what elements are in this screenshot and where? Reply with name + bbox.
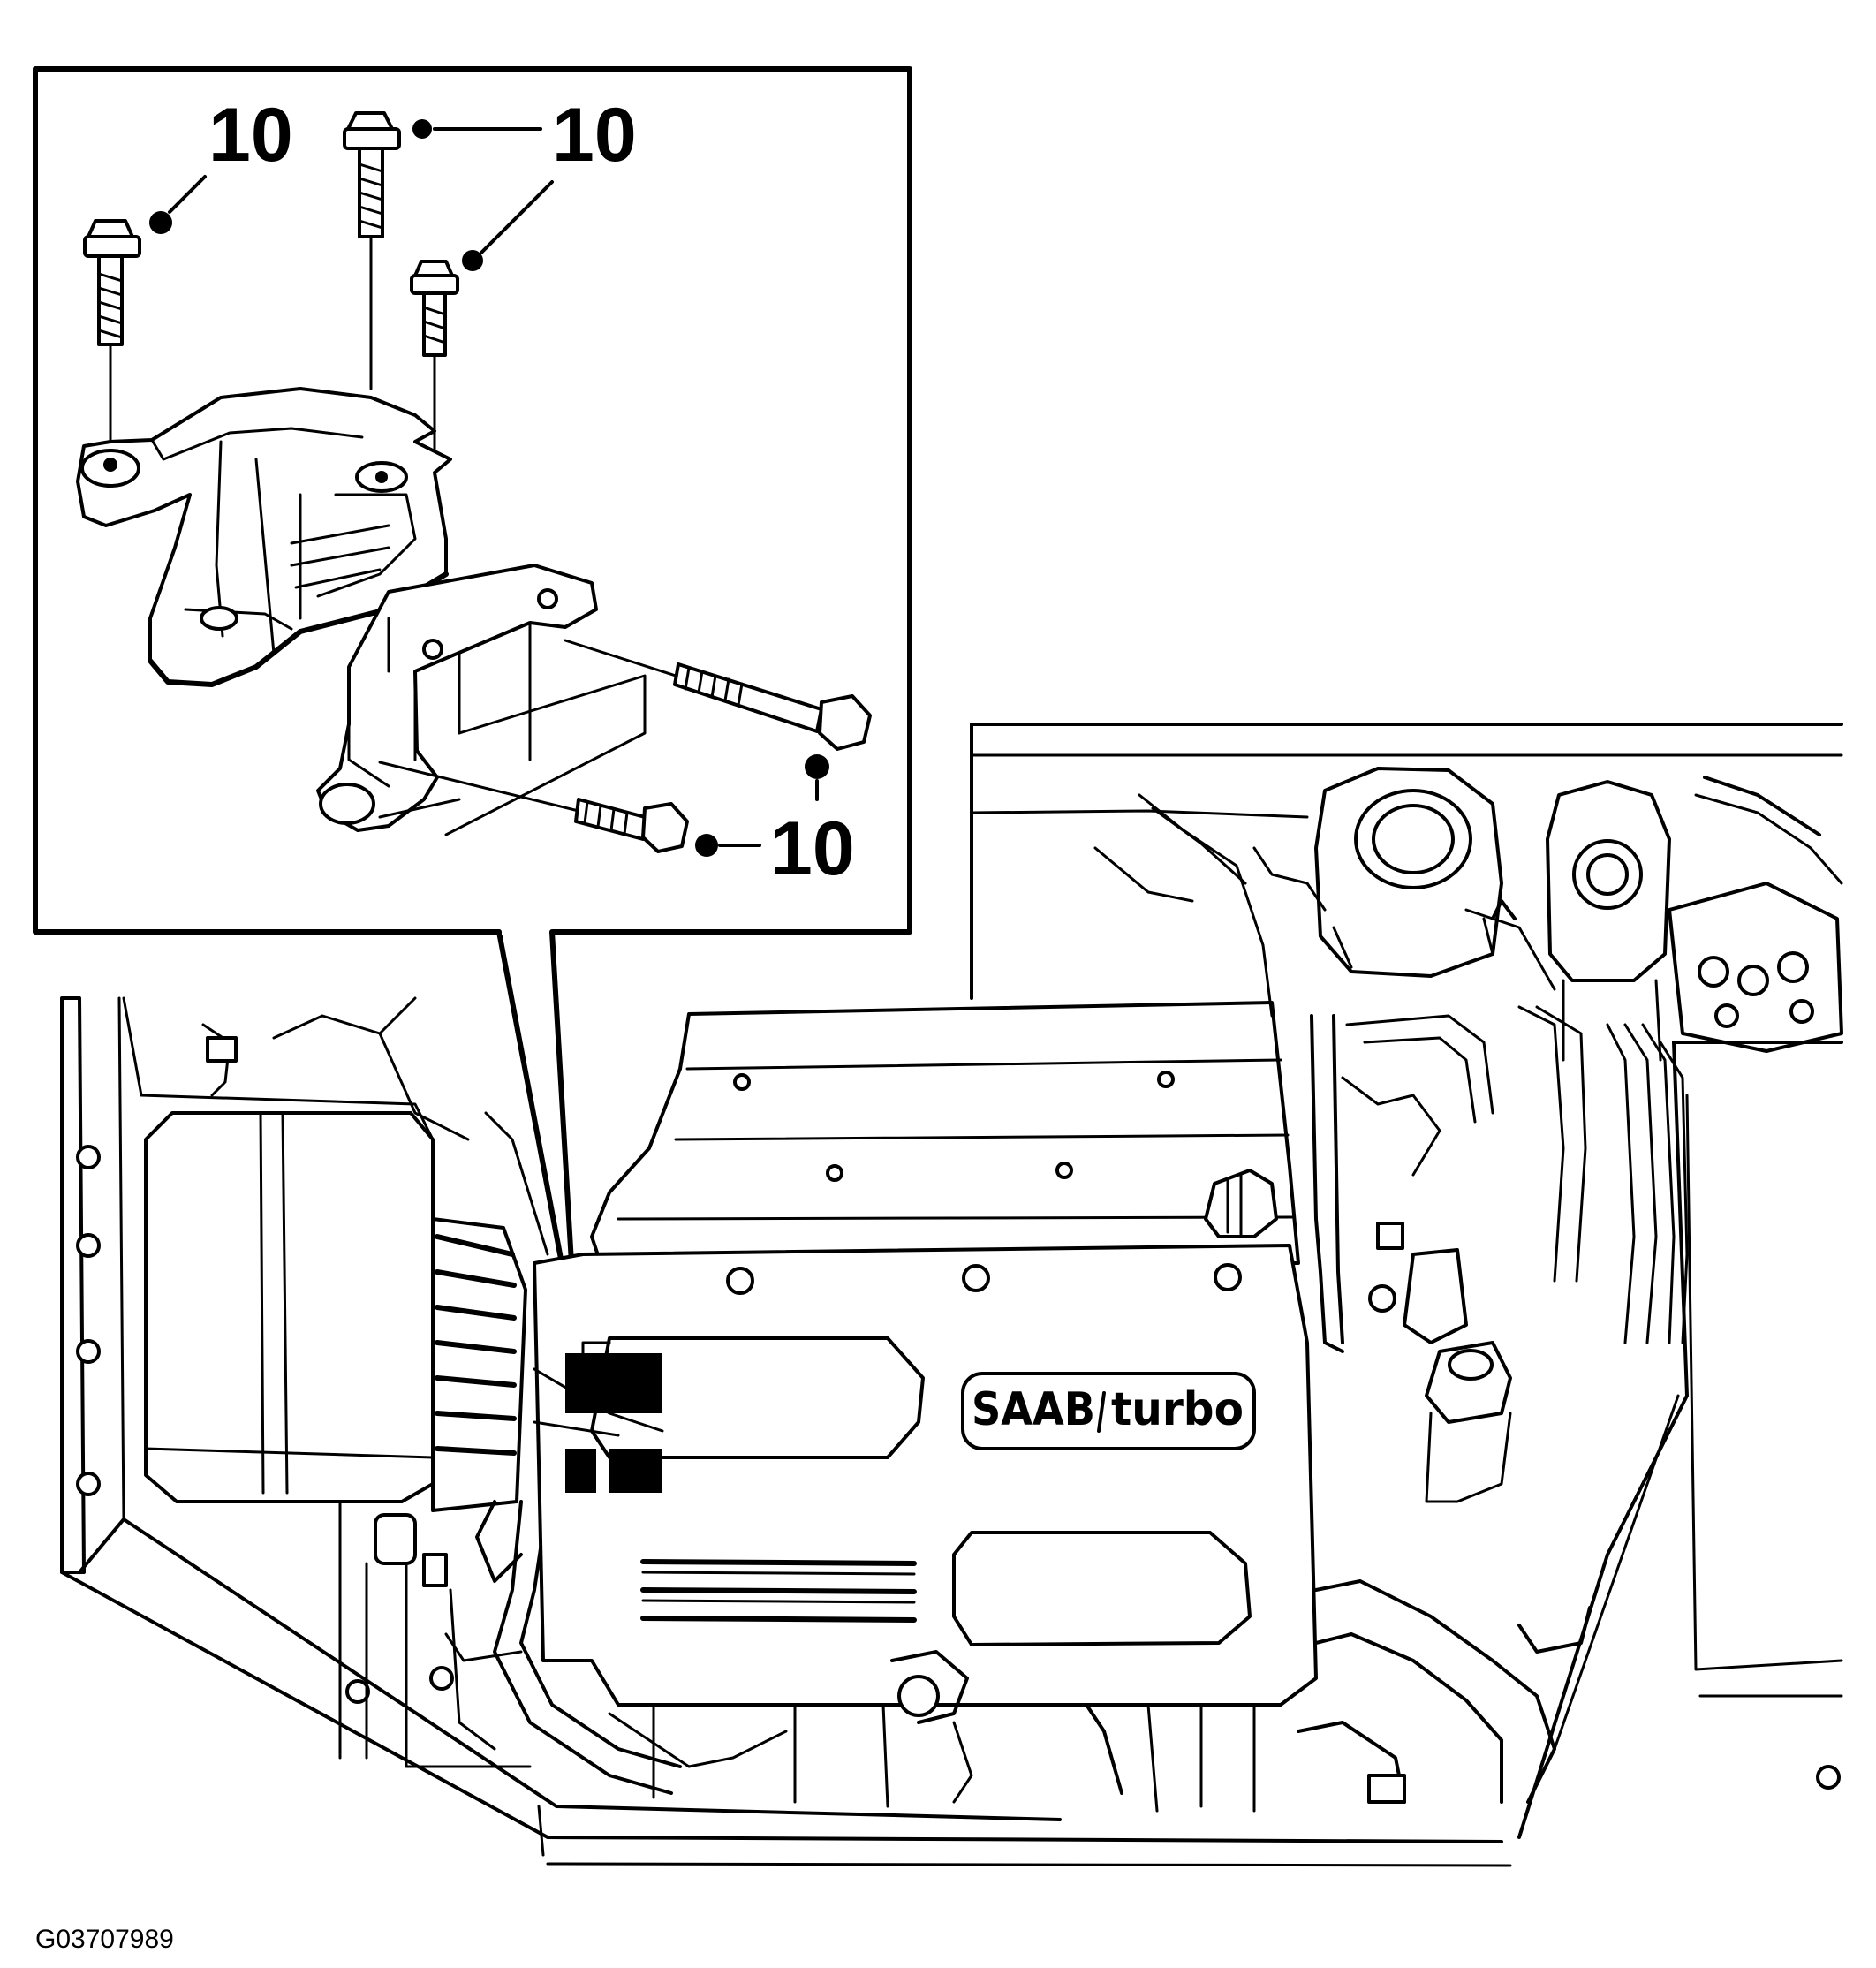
mount-upper-left-bolt: [83, 219, 141, 452]
air-filter-box: [122, 996, 470, 1503]
engine-bay: SAAB turbo: [60, 723, 1843, 1867]
cover-bolt: [726, 1267, 754, 1295]
nut-dot-bracket-short: [695, 834, 718, 857]
nut-dot-left: [149, 211, 172, 234]
lower-radiator-hose: [1314, 1579, 1592, 1804]
cover-vent: [640, 1559, 917, 1623]
leader-line: [480, 180, 554, 254]
nut-dot-right: [462, 250, 483, 271]
cover-oval: [952, 1531, 1252, 1646]
connector: [422, 1553, 448, 1587]
coolant-hose: [493, 1500, 673, 1795]
warning-mark: [565, 1449, 596, 1493]
cam-cover: [590, 1001, 1300, 1265]
bracket-short-bolt: [378, 761, 689, 853]
bracket-long-bolt: [564, 639, 872, 751]
mount-upper-center-bolt: [343, 111, 401, 390]
callout-label: 10: [770, 806, 855, 891]
brand-right: turbo: [1111, 1383, 1244, 1436]
figure-id: G03707989: [35, 1925, 174, 1954]
warning-mark: [609, 1449, 662, 1493]
coolant-reservoir: [1314, 767, 1517, 978]
callout-label: 10: [208, 93, 293, 178]
brand-badge: [961, 1372, 1256, 1450]
engine-cover: SAAB turbo: [533, 1244, 1318, 1707]
detail-inset: 10 10 10 10: [33, 66, 912, 1341]
engine-mount: [76, 387, 452, 687]
cover-bolt: [962, 1264, 990, 1292]
sensor: [374, 1513, 417, 1565]
inset-frame: [33, 66, 912, 1341]
throttle-body: [1368, 1222, 1512, 1503]
nut-dot-center: [412, 119, 432, 139]
wiring-harness: [1093, 793, 1689, 1353]
nut-dot-bracket-long: [805, 754, 829, 779]
brand-left: SAAB: [972, 1383, 1095, 1436]
oil-filler-cap: [1204, 1169, 1278, 1238]
abs-modulator: [1668, 776, 1843, 1053]
warning-mark: [565, 1353, 662, 1413]
intake-duct: [431, 1111, 549, 1512]
brake-reservoir: [1546, 780, 1671, 1062]
leader-line: [168, 175, 207, 214]
callout-label: 10: [552, 93, 637, 178]
cover-bolt: [1214, 1263, 1242, 1291]
left-fender: [60, 996, 86, 1574]
mount-upper-right-bolt: [410, 260, 459, 470]
